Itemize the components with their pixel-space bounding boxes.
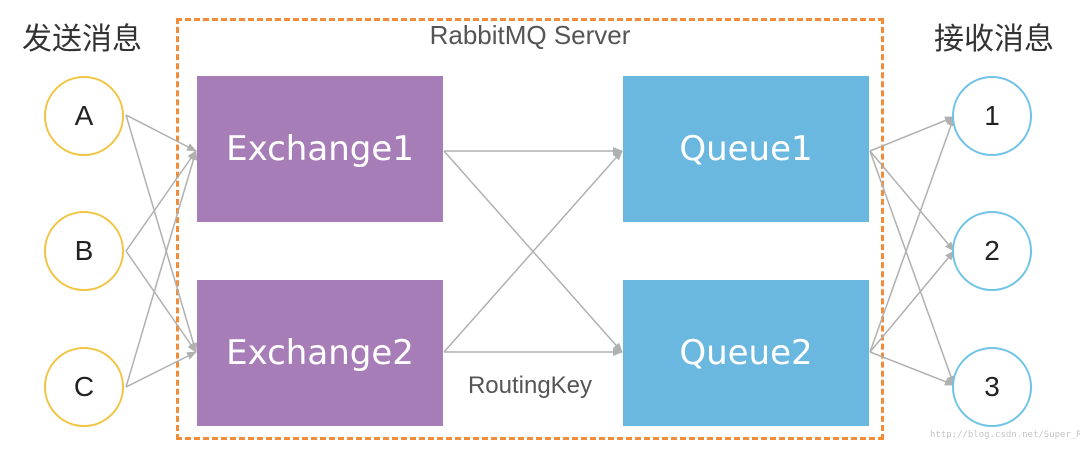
producer-b: B: [44, 211, 124, 291]
producer-c: C: [44, 347, 124, 427]
arrow-queue1-consumer2: [869, 150, 955, 252]
watermark-text: http://blog.csdn.net/Super_RD: [930, 430, 1080, 440]
exchange-1: Exchange1: [197, 76, 443, 222]
arrow-queue2-consumer3: [869, 351, 955, 386]
rabbitmq-server-label: RabbitMQ Server: [429, 20, 631, 50]
send-messages-label: 发送消息: [22, 22, 142, 57]
arrow-queue2-consumer1: [869, 116, 955, 353]
arrow-a-exchange1: [125, 114, 197, 152]
arrow-b-exchange1: [125, 150, 197, 252]
producer-a: A: [44, 76, 124, 156]
consumer-1: 1: [952, 76, 1032, 156]
arrow-queue1-consumer1: [869, 116, 955, 152]
routing-key-label: RoutingKey: [467, 372, 593, 399]
arrow-c-exchange1: [125, 150, 198, 388]
consumer-3: 3: [952, 347, 1032, 427]
queue-2: Queue2: [623, 280, 869, 426]
consumer-2: 2: [952, 211, 1032, 291]
arrow-c-exchange2: [125, 351, 197, 388]
exchange-2: Exchange2: [197, 280, 443, 426]
arrow-b-exchange2: [125, 250, 197, 353]
queue-1: Queue1: [623, 76, 869, 222]
receive-messages-label: 接收消息: [934, 22, 1054, 57]
arrow-queue2-consumer2: [869, 250, 955, 353]
arrow-a-exchange2: [125, 114, 198, 353]
arrow-exchange2-queue1: [443, 150, 623, 353]
rabbitmq-server-frame: [176, 18, 884, 440]
arrow-queue1-consumer3: [869, 150, 955, 386]
